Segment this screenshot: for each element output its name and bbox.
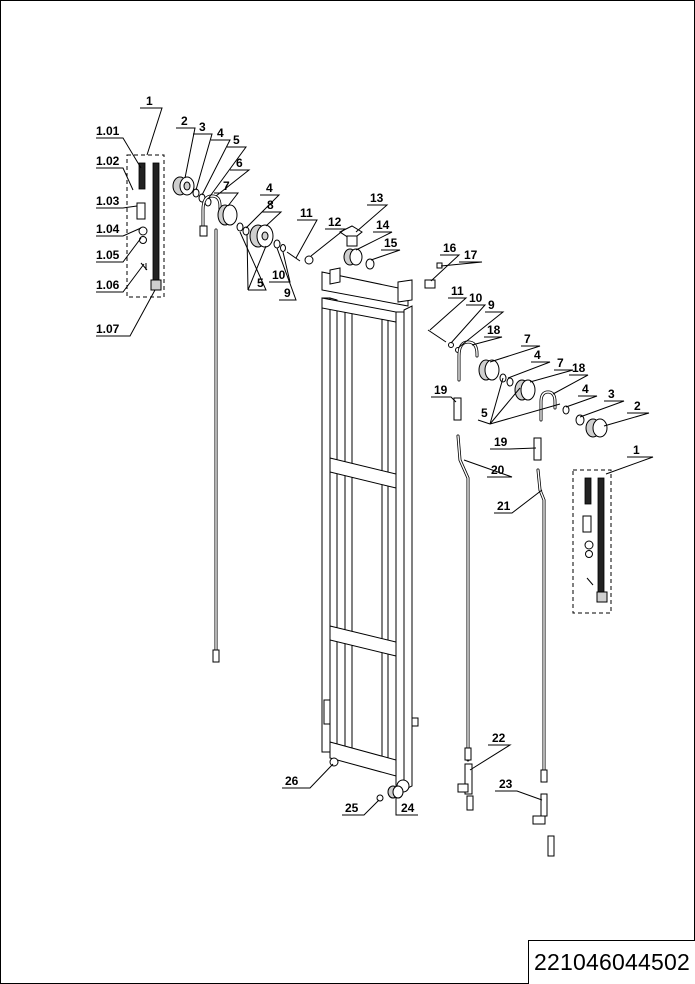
callout-20: 20 — [491, 463, 505, 477]
callout-10: 10 — [469, 291, 483, 305]
callout-labels: 1 1.01 1.02 1.03 1.04 1.05 1.06 1.07 2 3… — [96, 94, 641, 815]
leader-lines — [96, 107, 654, 816]
right-hoses — [456, 434, 555, 857]
left-upper-parts — [172, 176, 375, 663]
callout-1: 1 — [633, 443, 640, 457]
washer-part — [138, 226, 148, 236]
callout-8: 8 — [267, 198, 274, 212]
bolt-part — [136, 202, 146, 220]
nut-part — [139, 236, 147, 244]
callout-7: 7 — [223, 179, 230, 193]
callout-21: 21 — [497, 499, 511, 513]
end-cap-part — [150, 279, 162, 291]
callout-1-05: 1.05 — [96, 248, 120, 262]
callout-18: 18 — [572, 361, 586, 375]
callout-19: 19 — [494, 435, 508, 449]
callout-11: 11 — [300, 206, 313, 220]
callout-7: 7 — [557, 356, 564, 370]
callout-1-02: 1.02 — [96, 154, 120, 168]
callout-9: 9 — [284, 286, 291, 300]
brush-kit-left — [126, 154, 165, 298]
callout-15: 15 — [384, 236, 398, 250]
callout-4: 4 — [266, 181, 273, 195]
callout-1-03: 1.03 — [96, 194, 120, 208]
callout-7: 7 — [524, 332, 531, 346]
callout-17: 17 — [464, 248, 478, 262]
callout-24: 24 — [401, 801, 415, 815]
callout-11: 11 — [451, 284, 464, 298]
callout-4: 4 — [217, 126, 224, 140]
callout-26: 26 — [285, 774, 299, 788]
callout-6: 6 — [236, 156, 243, 170]
callout-19: 19 — [434, 383, 448, 397]
callout-5: 5 — [481, 406, 488, 420]
callout-13: 13 — [370, 191, 384, 205]
brush-strip-left — [138, 162, 160, 288]
callout-1-06: 1.06 — [96, 278, 120, 292]
callout-25: 25 — [345, 801, 359, 815]
callout-1-07: 1.07 — [96, 322, 120, 336]
callout-3: 3 — [608, 387, 615, 401]
right-upper-parts — [424, 262, 608, 461]
callout-14: 14 — [376, 218, 390, 232]
callout-23: 23 — [499, 777, 513, 791]
callout-2: 2 — [634, 399, 641, 413]
callout-12: 12 — [328, 215, 342, 229]
callout-2: 2 — [181, 114, 188, 128]
callout-10: 10 — [272, 268, 286, 282]
callout-5: 5 — [257, 276, 264, 290]
callout-18: 18 — [487, 323, 501, 337]
callout-4: 4 — [582, 382, 589, 396]
callout-1-01: 1.01 — [96, 124, 120, 138]
bottom-small-parts — [376, 785, 404, 802]
callout-5: 5 — [233, 133, 240, 147]
callout-4: 4 — [534, 348, 541, 362]
callout-16: 16 — [443, 241, 457, 255]
callout-9: 9 — [488, 298, 495, 312]
callout-1: 1 — [146, 94, 153, 108]
brush-kit-right — [572, 469, 612, 614]
callout-3: 3 — [199, 120, 206, 134]
drawing-number: 221046044502 — [534, 949, 690, 975]
mast-frame — [321, 267, 419, 793]
callout-1-04: 1.04 — [96, 222, 120, 236]
drawing-number-box: 221046044502 — [528, 940, 695, 984]
callout-22: 22 — [492, 731, 506, 745]
